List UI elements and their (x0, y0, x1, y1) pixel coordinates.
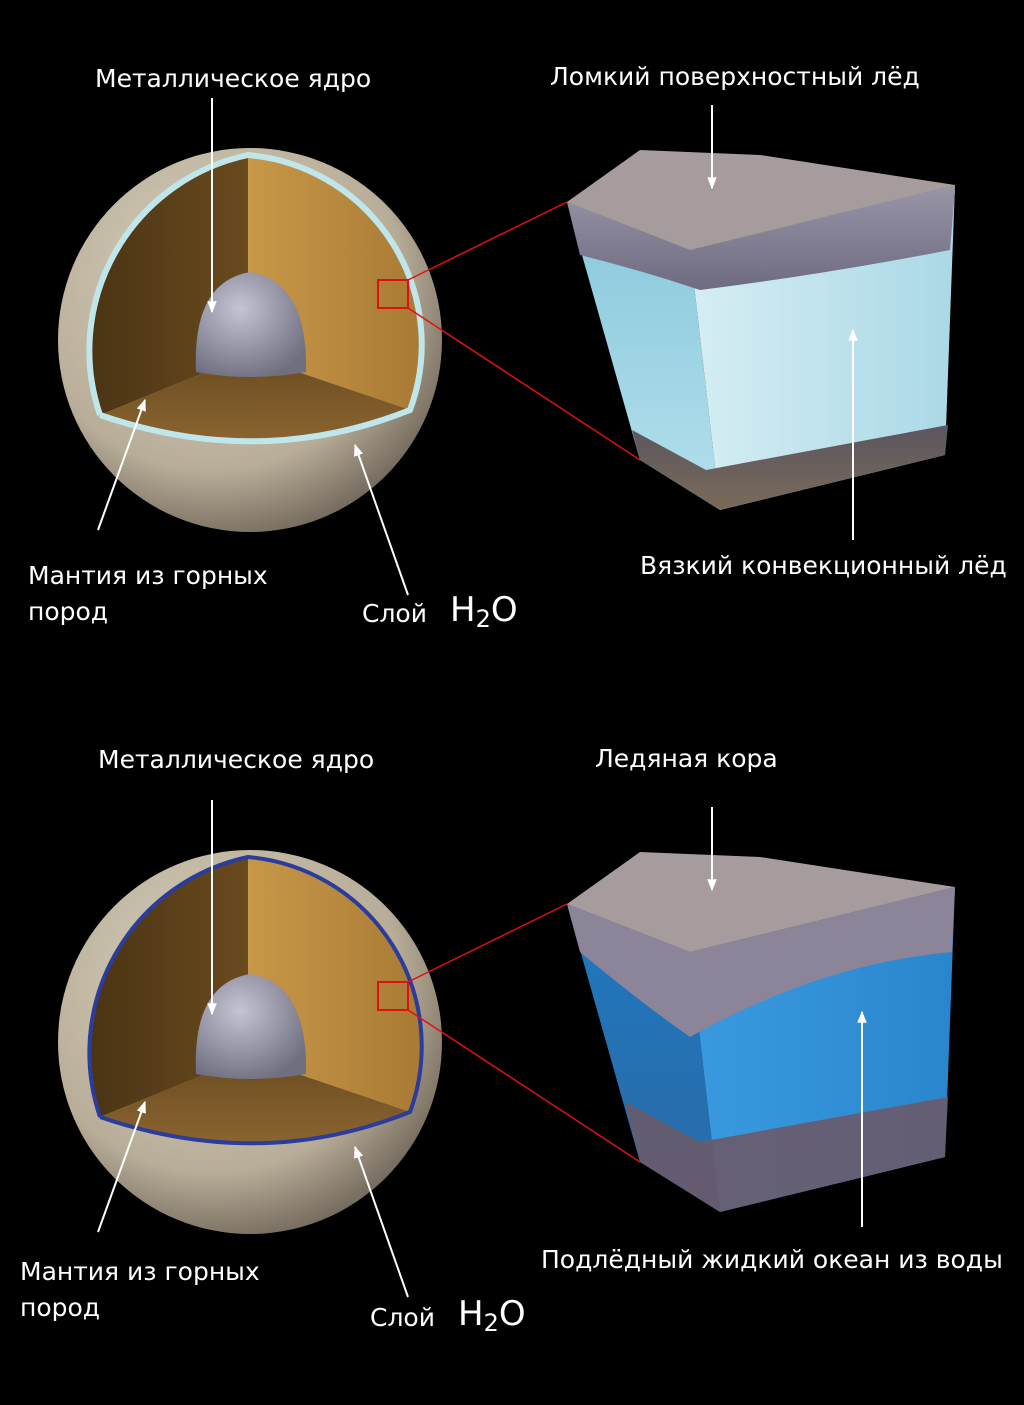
highlight-box (377, 981, 409, 1011)
bottom-mantle-label-1: Мантия из горных (20, 1257, 260, 1286)
mantle-floor (100, 1057, 410, 1144)
bottom-mantle-label-2: пород (20, 1293, 101, 1322)
bottom-panel-graphics (58, 800, 955, 1298)
top-surface-ice-label: Ломкий поверхностный лёд (550, 62, 920, 91)
top-layer-label: Слой (362, 599, 427, 628)
h2o-o: O (490, 590, 518, 630)
top-interior-label: Вязкий конвекционный лёд (640, 551, 1007, 580)
h2o-h: H (450, 590, 476, 630)
block-rock-base (625, 1097, 948, 1212)
h2o-h: H (458, 1294, 484, 1334)
top-h2o-label: H2O (450, 593, 518, 635)
bottom-core-label: Металлическое ядро (98, 745, 375, 774)
h2o-sub: 2 (475, 605, 491, 633)
h2o-layer (87, 854, 424, 1146)
metallic-core (195, 272, 307, 377)
h2o-layer (86, 151, 425, 445)
highlight-box (377, 279, 409, 309)
ice-crust (567, 887, 955, 1037)
bottom-h2o-label: H2O (458, 1297, 526, 1339)
top-mantle-label-2: пород (28, 597, 109, 626)
bottom-surface-label: Ледяная кора (595, 744, 778, 773)
top-panel-graphics (58, 98, 955, 596)
h2o-o: O (498, 1294, 526, 1334)
top-mantle-label-1: Мантия из горных (28, 561, 268, 590)
mantle-floor (100, 355, 410, 442)
bottom-layer-label: Слой (370, 1303, 435, 1332)
block-top-surface (567, 852, 955, 952)
bottom-ocean-label: Подлёдный жидкий океан из воды (541, 1245, 1003, 1274)
metallic-core (195, 974, 307, 1079)
block-rock-base (632, 425, 948, 510)
h2o-sub: 2 (483, 1309, 499, 1337)
brittle-ice-layer (567, 185, 955, 290)
block-top-surface (567, 150, 955, 250)
top-core-label: Металлическое ядро (95, 64, 372, 93)
